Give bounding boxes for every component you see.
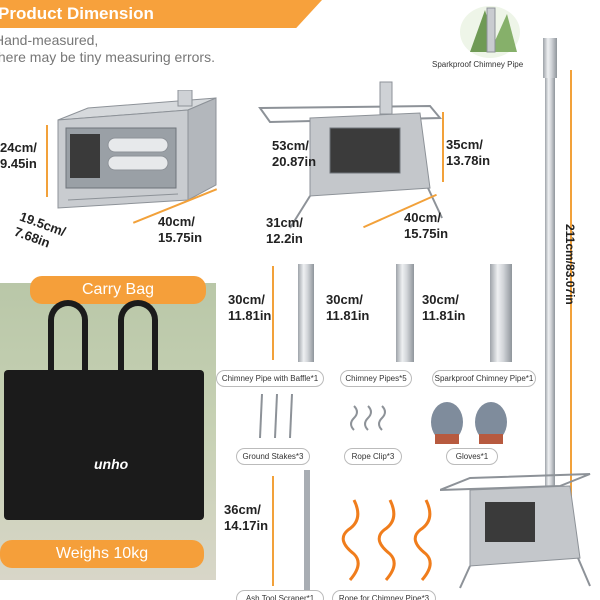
dim-pipe-length: 30cm/ 11.81in [326, 292, 370, 323]
dim-chimney-height: 211cm/83.07in [563, 224, 577, 305]
carry-bag-label: Carry Bag [30, 276, 206, 304]
dim-open-width: 40cm/ 15.75in [404, 210, 449, 241]
caption-stakes: Ground Stakes*3 [236, 448, 310, 465]
caption-spark: Sparkproof Chimney Pipe*1 [432, 370, 536, 387]
chimney-pipe [396, 264, 414, 362]
carry-bag-brand: unho [94, 456, 129, 472]
dim-open-top-width: 53cm/ 20.87in [272, 138, 317, 169]
ropes-drawing [341, 499, 432, 581]
spark-arrestor-top [543, 38, 557, 78]
tree-inset-drawing [460, 6, 520, 58]
rope-clips-drawing [350, 405, 386, 431]
dim-scraper-length: 36cm/ 14.17in [224, 502, 269, 533]
gloves-drawing [431, 402, 507, 444]
dim-open-depth: 31cm/ 12.2in [266, 215, 303, 246]
ash-scraper [304, 470, 310, 590]
dim-closed-height: 24cm/ 9.45in [0, 140, 37, 171]
stove-open-drawing [258, 81, 443, 229]
ropes [336, 496, 446, 582]
caption-gloves: Gloves*1 [446, 448, 498, 465]
arrow-height-open [442, 112, 444, 182]
assembled-stove-drawing [439, 473, 591, 589]
caption-clips: Rope Clip*3 [344, 448, 402, 465]
ground-stakes [252, 392, 302, 440]
caption-baffle: Chimney Pipe with Baffle*1 [216, 370, 324, 387]
header-banner [0, 0, 322, 28]
note-line-2: there may be tiny measuring errors. [0, 49, 215, 65]
arrow-chimney-height [570, 70, 572, 520]
chimney-top-label: Sparkproof Chimney Pipe [432, 60, 524, 69]
dim-spark-length: 30cm/ 11.81in [422, 292, 466, 323]
arrow-scraper-length [272, 476, 274, 586]
carry-bag-strap-left [48, 300, 88, 380]
carry-bag: unho [4, 370, 204, 520]
chimney-top-inset [455, 2, 525, 60]
chimney-pipe-column [545, 78, 555, 508]
caption-scraper: Ash Tool Scraper*1 [236, 590, 324, 600]
gloves [425, 394, 515, 444]
dim-open-height: 35cm/ 13.78in [446, 137, 491, 168]
weight-label: Weighs 10kg [0, 540, 204, 568]
spark-pipe [490, 264, 512, 362]
page-title: Product Dimension [0, 4, 154, 23]
dim-baffle-length: 30cm/ 11.81in [228, 292, 272, 323]
note-line-1: Hand-measured, [0, 32, 99, 48]
stove-closed-drawing [57, 89, 217, 209]
stove-closed-illustration [48, 89, 220, 230]
dim-closed-width: 40cm/ 15.75in [158, 214, 203, 245]
carry-bag-strap-right [118, 300, 158, 380]
arrow-pipe-length [272, 266, 274, 360]
rope-clips [348, 402, 390, 432]
caption-pipes: Chimney Pipes*5 [340, 370, 412, 387]
baffle-pipe [298, 264, 314, 362]
ground-stakes-drawing [259, 393, 293, 439]
arrow-height-closed [46, 125, 48, 197]
caption-rope: Rope for Chimney Pipe*3 [332, 590, 436, 600]
stove-open-illustration [250, 78, 450, 238]
assembled-stove-illustration [439, 470, 600, 590]
